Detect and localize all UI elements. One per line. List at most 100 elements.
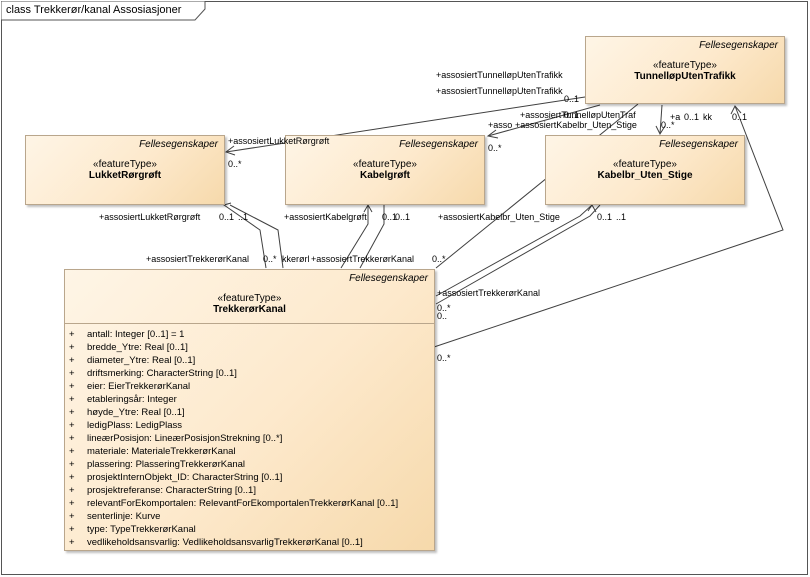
multiplicity-label: 0..1 [564,110,580,120]
multiplicity-label: 0..1 [597,212,613,222]
visibility-marker: + [69,446,75,457]
class-name: TunnelløpUtenTrafikk [634,71,736,82]
attribute-row: + prosjektInternObjekt_ID: CharacterStrin… [69,471,430,484]
assoc-kabelgroft-trekkeror [340,205,369,269]
attribute-row: + driftsmerking: CharacterString [0..1] [69,367,430,380]
assoc-tunnel-kabelbr [659,104,663,135]
class-trekkeror-kanal[interactable]: Fellesegenskaper «featureType» Trekkerør… [64,269,435,551]
assoc-lukket-trekkeror-2 [229,204,284,269]
role-label: +asso [488,120,513,130]
attribute-row: + lineærPosisjon: LineærPosisjonStrekning… [69,432,430,445]
arrow-head [224,145,236,156]
assoc-kabelbr-trekkeror-2 [435,204,601,305]
attribute-text: driftsmerking: CharacterString [0..1] [87,368,237,379]
multiplicity-label: 0..* [432,254,446,264]
multiplicity-label: 0.. [437,311,448,321]
attribute-text: eier: EierTrekkerørKanal [87,381,191,392]
attribute-row: + prosjektreferanse: CharacterString [0..… [69,484,430,497]
multiplicity-label: ..1 [616,212,627,222]
assoc-kabelbr-trekkeror [435,204,593,297]
multiplicity-label: 0..* [263,254,277,264]
multiplicity-label: 0..* [488,143,502,153]
class-name: LukketRørgrøft [88,170,162,181]
visibility-marker: + [69,524,75,535]
attribute-text: antall: Integer [0..1] = 1 [87,329,185,340]
attribute-text: senterlinje: Kurve [87,511,161,522]
stereotype-label: «featureType» [93,159,157,170]
arrow-head [363,203,373,213]
attribute-text: plassering: PlasseringTrekkerørKanal [87,459,246,470]
role-label: +assosiertTunnelløpUtenTrafikk [436,86,563,96]
attribute-list: + antall: Integer [0..1] = 1 + bredde_Ytre:… [69,328,430,549]
package-label: Fellesegenskaper [399,139,478,150]
attribute-separator [65,323,434,324]
attribute-text: prosjektInternObjekt_ID: CharacterString… [87,472,283,483]
attribute-text: bredde_Ytre: Real [0..1] [87,342,188,353]
package-label: Fellesegenskaper [659,139,738,150]
package-label: Fellesegenskaper [349,273,428,284]
visibility-marker: + [69,498,75,509]
class-name: Kabelbr_Uten_Stige [597,170,693,181]
attribute-row: + plassering: PlasseringTrekkerørKanal [69,458,430,471]
multiplicity-label: 0..* [437,353,451,363]
visibility-marker: + [69,394,75,405]
visibility-marker: + [69,329,75,340]
visibility-marker: + [69,342,75,353]
arrow-head [730,105,742,115]
class-tunnellop-uten-trafikk[interactable]: Fellesegenskaper «featureType» Tunnelløp… [585,36,785,104]
role-label: +assosiertLukketRørgrøft [99,212,201,222]
visibility-marker: + [69,485,75,496]
visibility-marker: + [69,381,75,392]
assoc-lukket-trekkeror [223,204,267,269]
role-label: +assosiertTrekkerørKanal [146,254,249,264]
attribute-text: lineærPosisjon: LineærPosisjonStrekning … [87,433,283,444]
attribute-row: + antall: Integer [0..1] = 1 [69,328,430,341]
class-kabelbr-uten-stige[interactable]: Fellesegenskaper «featureType» Kabelbr_U… [545,135,745,205]
diagram-title: class Trekkerør/kanal Assosiasjoner [6,4,182,16]
role-label: +assosiertTrekkerørKanal [437,288,540,298]
visibility-marker: + [69,511,75,522]
visibility-marker: + [69,433,75,444]
stereotype-label: «featureType» [217,293,282,304]
visibility-marker: + [69,368,75,379]
attribute-text: materiale: MaterialeTrekkerørKanal [87,446,236,457]
visibility-marker: + [69,459,75,470]
role-label: +assosiertTrekkerørKanal [311,254,414,264]
multiplicity-label: 0..1 [382,212,398,222]
multiplicity-label: 0..1 [684,112,700,122]
role-label: +assosiertTunnelløpUtenTraf [520,110,636,120]
attribute-row: +ledigPlass: LedigPlass [69,419,430,432]
assoc-kabelgroft-trekkeror-2 [359,205,385,269]
multiplicity-label: 0..1 [219,212,235,222]
visibility-marker: + [69,407,75,418]
attribute-text: prosjektreferanse: CharacterString [0..1… [87,485,256,496]
stereotype-label: «featureType» [653,60,717,71]
visibility-marker: + [69,537,75,548]
attribute-text: ledigPlass: LedigPlass [87,420,183,431]
role-label: +assosiertKabelbr_Uten_Stige [438,212,560,222]
package-label: Fellesegenskaper [139,139,218,150]
stereotype-label: «featureType» [353,159,417,170]
attribute-row: +diameter_Ytre: Real [0..1] [69,354,430,367]
multiplicity-label: 0..* [661,120,675,130]
stereotype-label: «featureType» [613,159,677,170]
attribute-text: høyde_Ytre: Real [0..1] [87,407,185,418]
attribute-row: + høyde_Ytre: Real [0..1] [69,406,430,419]
class-kabelgroft[interactable]: Fellesegenskaper «featureType» Kabelgrøf… [285,135,485,205]
arrow-head [587,204,597,213]
attribute-row: + materiale: MaterialeTrekkerørKanal [69,445,430,458]
role-label: +assosiertKabelgrøft [284,212,367,222]
role-label: kk [703,112,712,122]
package-label: Fellesegenskaper [699,40,778,51]
multiplicity-label: 0..1 [732,112,748,122]
visibility-marker: + [69,472,75,483]
attribute-row: + bredde_Ytre: Real [0..1] [69,341,430,354]
attribute-text: vedlikeholdsansvarlig: Vedlikeholdsansva… [87,537,363,548]
attribute-row: + senterlinje: Kurve [69,510,430,523]
multiplicity-label: 0..* [228,159,242,169]
attribute-row: + eier: EierTrekkerørKanal [69,380,430,393]
class-lukket-rorgroft[interactable]: Fellesegenskaper «featureType» LukketRør… [25,135,225,205]
attribute-text: etableringsår: Integer [87,394,177,405]
